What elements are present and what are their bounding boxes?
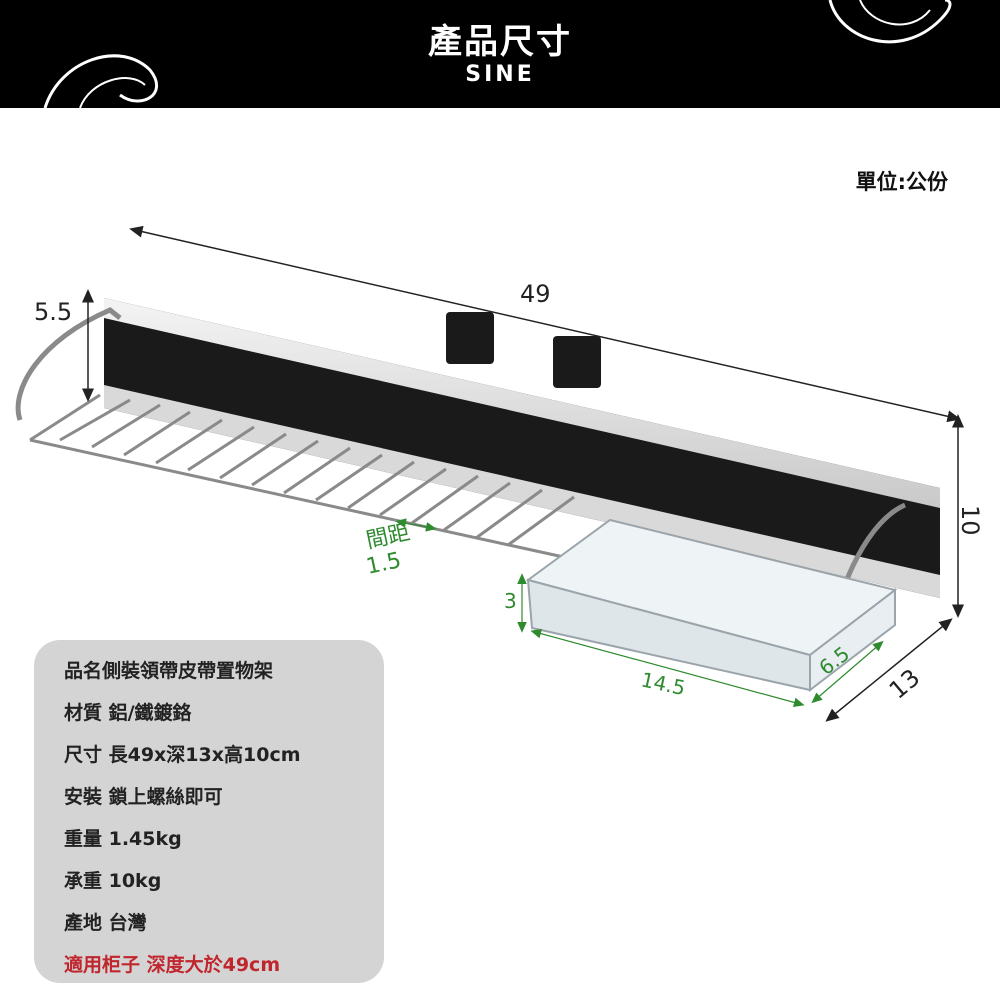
dim-height: 10 [956,505,984,536]
dim-bar-height: 5.5 [34,298,72,326]
spec-row-material: 材質 鋁/鐵鍍鉻 [64,702,192,724]
hanger-wires [15,307,907,641]
dim-spacing-label: 間距 [364,520,412,554]
dim-length: 49 [520,280,551,308]
unit-label: 單位:公份 [855,170,948,194]
spec-row-size: 尺寸 長49x深13x高10cm [64,744,301,766]
mount-clip [553,336,601,388]
page-title: 產品尺寸 [428,22,572,62]
page-subtitle: SINE [465,62,535,87]
product-diagram: 49 5.5 10 13 間距 1.5 3 14.5 6.5 [15,225,984,722]
spec-row-name: 品名側裝領帶皮帶置物架 [64,660,274,682]
rack-back-panel [104,298,940,598]
swirl-ornament-icon [43,0,952,108]
spec-row-weight: 重量 1.45kg [64,828,182,850]
spec-row-origin: 產地 台灣 [64,912,147,934]
spec-row-load: 承重 10kg [64,870,162,892]
dim-box-length: 14.5 [639,667,688,700]
mount-clip [446,312,494,364]
dim-box-height: 3 [504,589,517,613]
header-banner: 產品尺寸 SINE [0,0,1000,108]
spec-row-cabinet-note: 適用柜子 深度大於49cm [64,954,281,976]
spec-panel: 品名側裝領帶皮帶置物架 材質 鋁/鐵鍍鉻 尺寸 長49x深13x高10cm 安裝… [34,640,384,983]
spec-row-install: 安裝 鎖上螺絲即可 [64,786,223,808]
